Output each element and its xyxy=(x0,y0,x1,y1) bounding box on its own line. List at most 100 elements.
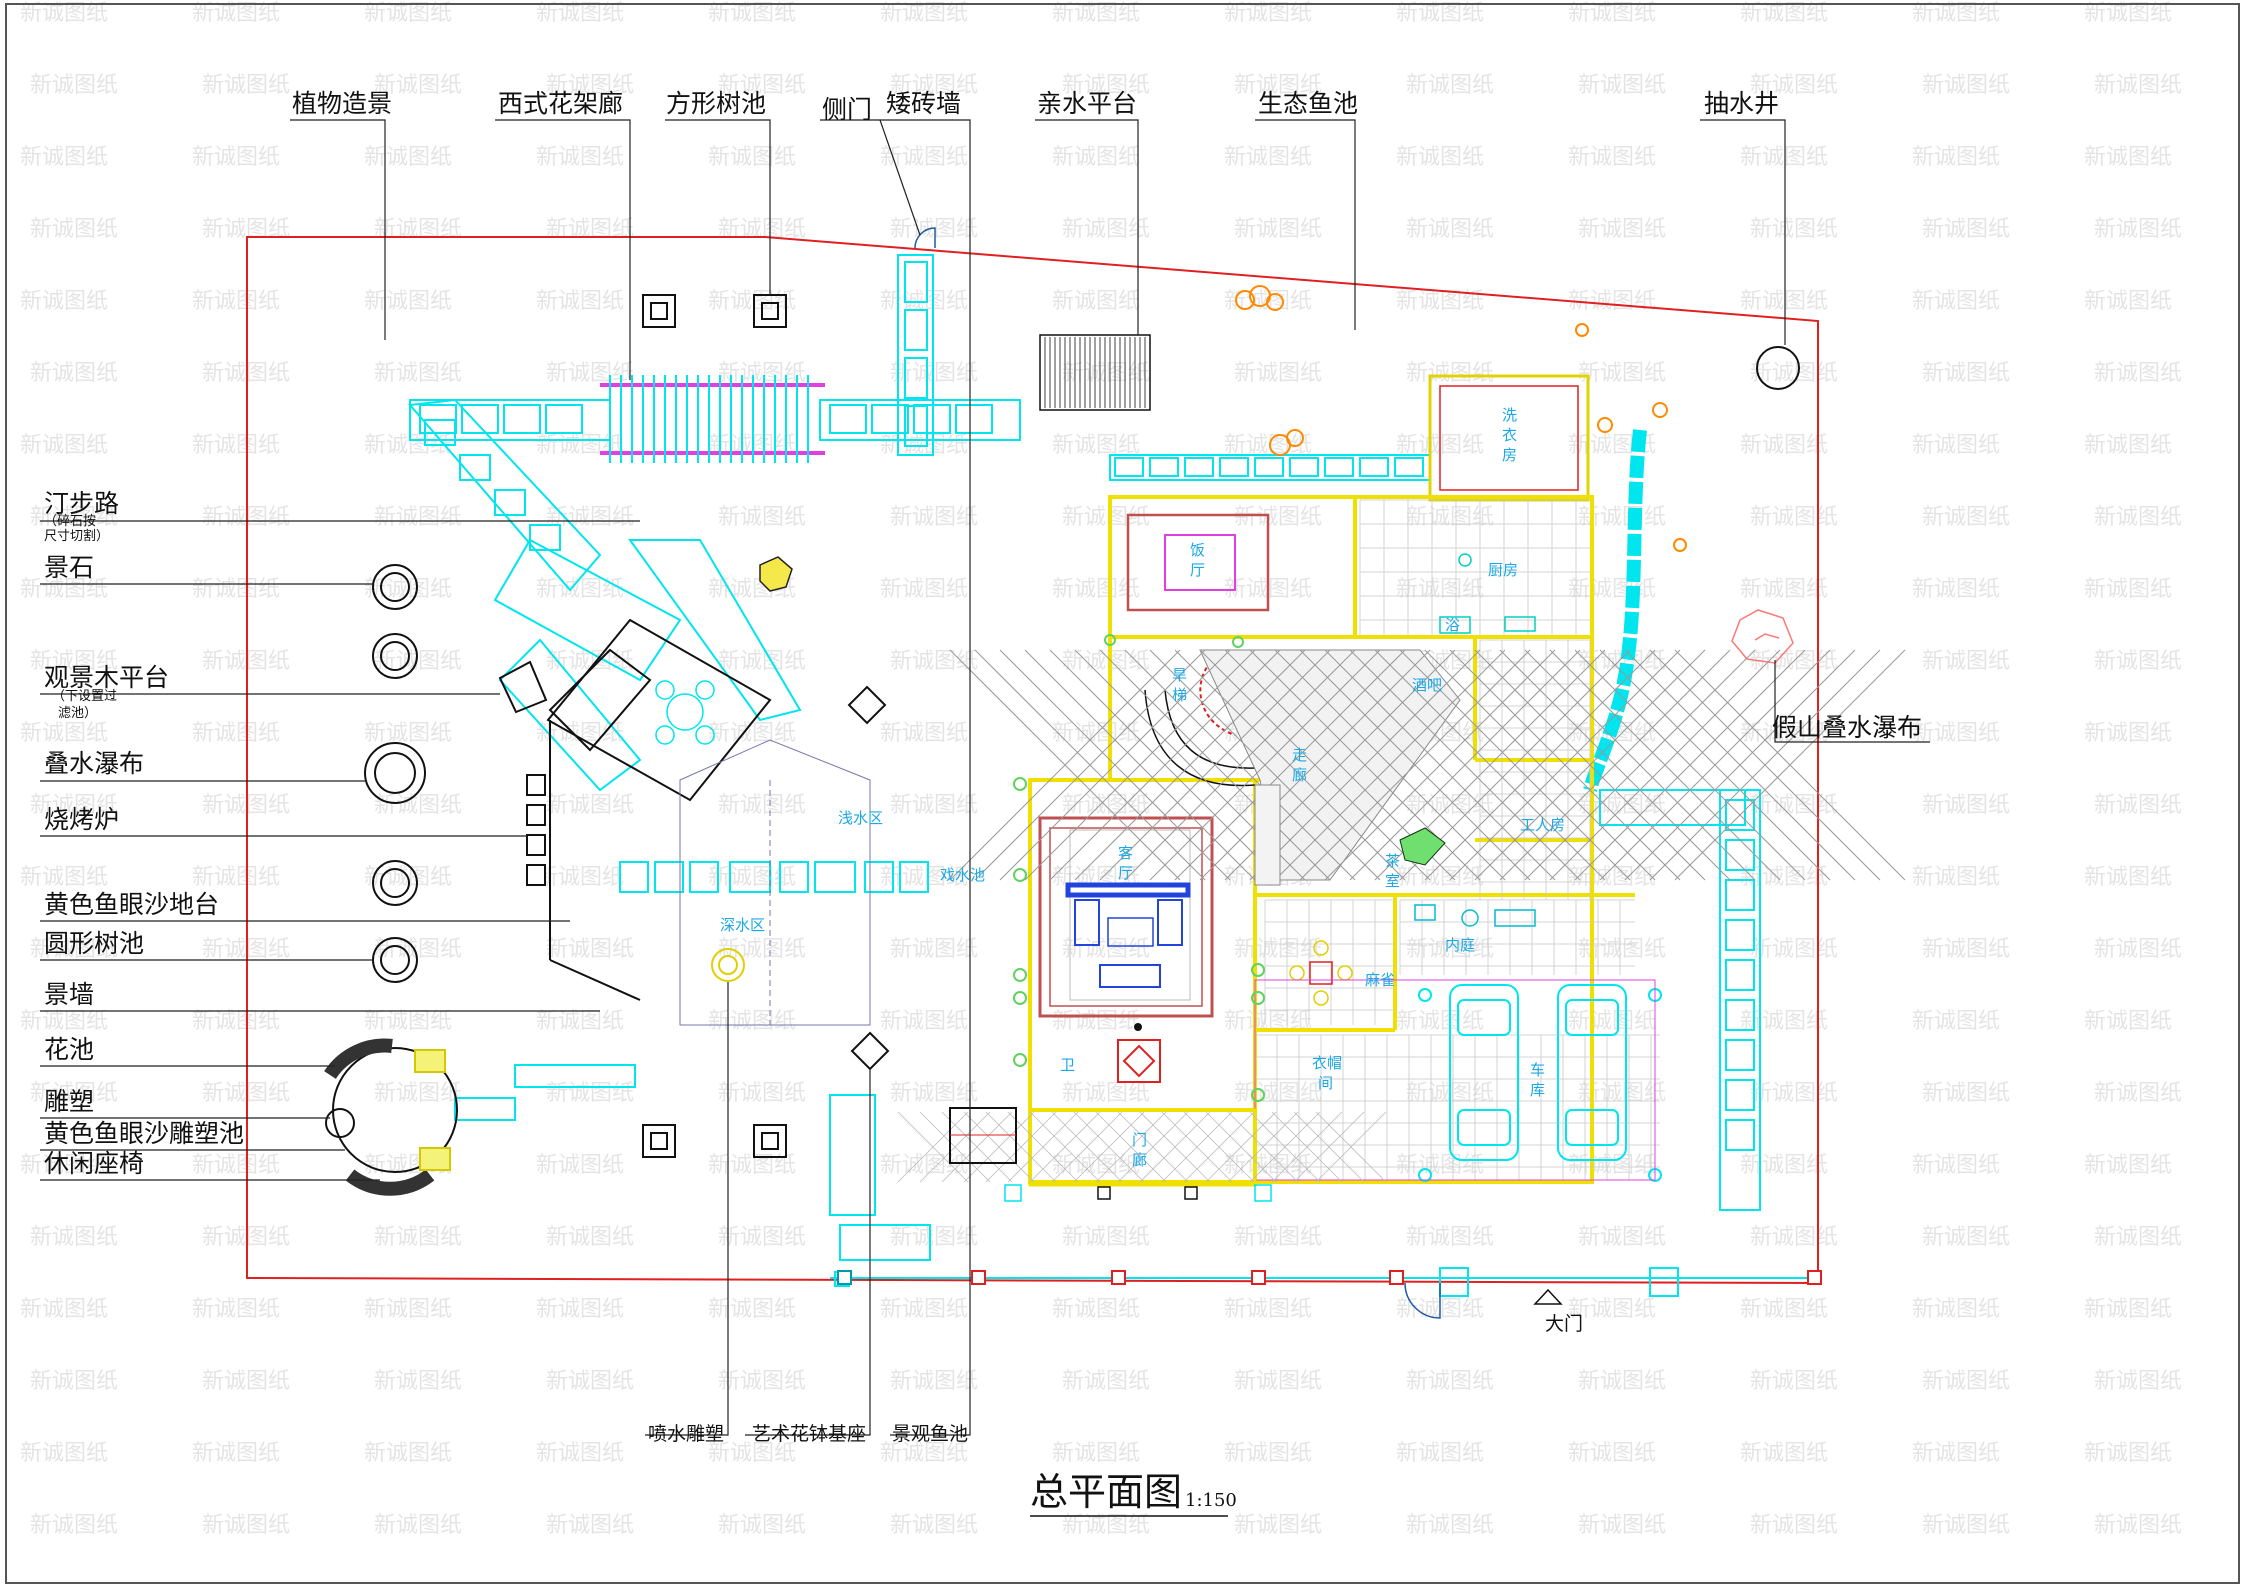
watermark-text: 新诚图纸 xyxy=(2084,865,2172,890)
watermark-text: 新诚图纸 xyxy=(192,1,280,26)
watermark-text: 新诚图纸 xyxy=(2084,1441,2172,1466)
watermark-text: 新诚图纸 xyxy=(2084,145,2172,170)
watermark-text: 新诚图纸 xyxy=(708,145,796,170)
label-fountain-sculpture: 喷水雕塑 xyxy=(648,1423,724,1445)
label-square-tree-pit: 方形树池 xyxy=(666,89,766,118)
room-hall: 内庭 xyxy=(1445,936,1475,954)
label-low-brick-wall: 矮砖墙 xyxy=(886,89,961,118)
watermark-text: 新诚图纸 xyxy=(718,1081,806,1106)
corridor-tile-line xyxy=(1524,649,1756,881)
watermark-text: 新诚图纸 xyxy=(374,649,462,674)
watermark-text: 新诚图纸 xyxy=(2084,433,2172,458)
watermark-text: 新诚图纸 xyxy=(1234,73,1322,98)
porch-tile-line xyxy=(919,1111,991,1183)
watermark-text: 新诚图纸 xyxy=(708,721,796,746)
watermark-text: 新诚图纸 xyxy=(1568,1153,1656,1178)
rockery xyxy=(1731,609,1794,664)
corridor-tile-line xyxy=(1074,649,1306,881)
watermark-text: 新诚图纸 xyxy=(2084,1297,2172,1322)
room-laundry-3: 房 xyxy=(1502,446,1517,464)
watermark-text: 新诚图纸 xyxy=(1234,937,1322,962)
watermark-text: 新诚图纸 xyxy=(1568,1441,1656,1466)
watermark-text: 新诚图纸 xyxy=(880,721,968,746)
watermark-text: 新诚图纸 xyxy=(1578,361,1666,386)
watermark-text: 新诚图纸 xyxy=(30,649,118,674)
watermark-text: 新诚图纸 xyxy=(2094,793,2182,818)
watermark-text: 新诚图纸 xyxy=(20,1009,108,1034)
corridor-tile-line xyxy=(1249,649,1481,881)
watermark-text: 新诚图纸 xyxy=(30,793,118,818)
watermark-text: 新诚图纸 xyxy=(2084,577,2172,602)
room-servant: 工人房 xyxy=(1520,816,1565,834)
watermark-text: 新诚图纸 xyxy=(202,73,290,98)
pebble-strip xyxy=(1254,784,1281,886)
watermark-text: 新诚图纸 xyxy=(1922,505,2010,530)
watermark-text: 新诚图纸 xyxy=(880,1,968,26)
pool-area xyxy=(679,739,871,1026)
watermark-text: 新诚图纸 xyxy=(1750,217,1838,242)
watermark-text: 新诚图纸 xyxy=(708,1009,796,1034)
room-bath: 浴 xyxy=(1445,616,1460,634)
label-cascade: 叠水瀑布 xyxy=(44,749,144,778)
watermark-text: 新诚图纸 xyxy=(880,1009,968,1034)
porch-tile-line xyxy=(1249,1111,1321,1183)
pergola-slats xyxy=(609,375,809,463)
porch-tile-line xyxy=(1051,1111,1123,1183)
watermark-text: 新诚图纸 xyxy=(880,1297,968,1322)
room-labels: 洗 衣 房 饭 厅 厨房 浴 酒吧 旱 梯 走 廊 工人房 客 厅 茶 室 内庭… xyxy=(720,406,1565,1169)
porch-tile-line xyxy=(1293,1111,1365,1183)
porch-tile-line xyxy=(1117,1111,1189,1183)
drawing-scale: 1:150 xyxy=(1185,1490,1237,1511)
watermark-text: 新诚图纸 xyxy=(718,73,806,98)
watermark-text: 新诚图纸 xyxy=(1740,1153,1828,1178)
watermark-text: 新诚图纸 xyxy=(1406,361,1494,386)
porch-tile-line xyxy=(1183,1111,1255,1183)
corridor-tile-line xyxy=(974,649,1206,881)
watermark-text: 新诚图纸 xyxy=(546,217,634,242)
watermark-text: 新诚图纸 xyxy=(20,145,108,170)
note-wood-deck-1: （下设置过 xyxy=(52,689,117,704)
watermark-text: 新诚图纸 xyxy=(1052,1153,1140,1178)
label-planter-base: 艺术花钵基座 xyxy=(752,1423,866,1445)
label-eco-fish-pond: 生态鱼池 xyxy=(1258,89,1358,118)
room-dining-1: 饭 xyxy=(1190,541,1205,559)
garage-cars xyxy=(1418,984,1662,1182)
watermark-text: 新诚图纸 xyxy=(192,1297,280,1322)
watermark-text: 新诚图纸 xyxy=(1750,937,1838,962)
watermark-text: 新诚图纸 xyxy=(1062,217,1150,242)
watermark-text: 新诚图纸 xyxy=(364,1297,452,1322)
side-gate-door xyxy=(914,227,936,249)
watermark-text: 新诚图纸 xyxy=(374,1513,462,1538)
watermark-text: 新诚图纸 xyxy=(192,1009,280,1034)
watermark-text: 新诚图纸 xyxy=(374,361,462,386)
room-garage-1: 车 xyxy=(1530,1061,1545,1079)
room-kitchen: 厨房 xyxy=(1488,561,1518,579)
watermark-text: 新诚图纸 xyxy=(2094,217,2182,242)
watermark-text: 新诚图纸 xyxy=(1578,217,1666,242)
entry-feature-inner xyxy=(1122,1044,1156,1078)
watermark-text: 新诚图纸 xyxy=(1912,289,2000,314)
watermark-text: 新诚图纸 xyxy=(1922,1513,2010,1538)
watermark-text: 新诚图纸 xyxy=(364,721,452,746)
corridor-tile-line xyxy=(1049,649,1281,881)
corridor-tile-line xyxy=(1199,649,1431,881)
watermark-text: 新诚图纸 xyxy=(718,1369,806,1394)
bbq-stove xyxy=(526,774,546,886)
watermark-text: 新诚图纸 xyxy=(374,1225,462,1250)
drawing-title: 总平面图 xyxy=(1030,1470,1182,1514)
note-stepping-path-1: （碎石按 xyxy=(44,514,96,529)
diagonal-path xyxy=(407,398,602,592)
watermark-text: 新诚图纸 xyxy=(1922,649,2010,674)
watermark-text: 新诚图纸 xyxy=(1912,1441,2000,1466)
watermark-text: 新诚图纸 xyxy=(1750,793,1838,818)
corridor-tile-line xyxy=(1649,649,1881,881)
watermark-text: 新诚图纸 xyxy=(20,433,108,458)
watermark-text: 新诚图纸 xyxy=(1396,1009,1484,1034)
room-wading: 戏水池 xyxy=(940,866,985,884)
watermark-text: 新诚图纸 xyxy=(1912,145,2000,170)
label-sand-platform: 黄色鱼眼沙地台 xyxy=(44,890,219,919)
watermark-text: 新诚图纸 xyxy=(1568,1,1656,26)
watermark-text: 新诚图纸 xyxy=(1568,865,1656,890)
watermark-text: 新诚图纸 xyxy=(1062,1369,1150,1394)
watermark-text: 新诚图纸 xyxy=(546,937,634,962)
